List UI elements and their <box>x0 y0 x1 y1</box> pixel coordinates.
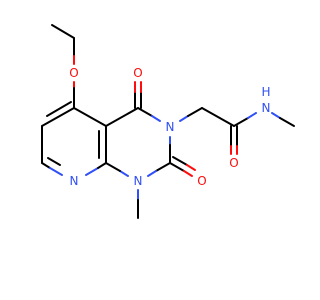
bond-c7-n8-double <box>47 157 61 166</box>
bond-c7-n8-blue <box>49 167 63 176</box>
bond-nh-ar-blue <box>271 112 281 119</box>
pyrimidine-ring <box>105 107 171 177</box>
bond-n3-ch2 <box>187 107 203 117</box>
atom-n3-nitrogen: N <box>166 120 175 134</box>
bond-c4-n3-blue <box>151 115 161 122</box>
bond-c2-n1 <box>155 162 171 172</box>
bond-co-nh <box>233 117 249 127</box>
bond-c2-o-b <box>172 156 188 166</box>
bond-c2-o-a-red <box>183 170 193 177</box>
bond-c5-c6 <box>41 107 75 127</box>
atom-amide-oxygen: O <box>229 156 238 170</box>
atom-c2-carbonyl-oxygen: O <box>197 174 206 188</box>
c2-carbonyl <box>169 156 196 177</box>
atom-c4-carbonyl-oxygen: O <box>133 66 142 80</box>
molecule-canvas: O O N N N O O N H <box>41 24 295 219</box>
bond-c4a-c5 <box>73 107 107 127</box>
bond-c2-o-a <box>169 162 185 172</box>
c4-carbonyl <box>134 81 142 109</box>
bond-c4a-c4 <box>105 107 139 127</box>
atom-labels: O O N N N O O N H <box>69 66 270 188</box>
atom-amide-hydrogen: H <box>261 85 270 99</box>
bond-co-nh-blue <box>247 112 257 119</box>
bond-c2-n1-blue <box>147 170 157 177</box>
bond-c5-c6-double <box>46 101 72 117</box>
bond-c2-o-b-red <box>186 164 196 171</box>
atom-n8-pyridine-nitrogen: N <box>70 174 79 188</box>
pyridine-ring <box>41 101 107 176</box>
bond-n1-c8a <box>105 162 121 172</box>
bond-n8-c8a <box>97 162 107 169</box>
bond-n3-ch2-blue <box>179 115 189 122</box>
atom-amide-nitrogen: N <box>262 101 271 115</box>
bond-c7-n8 <box>41 162 51 169</box>
bond-n1-c8a-blue <box>119 170 129 177</box>
bond-n8-c8a-blue <box>85 167 99 176</box>
bond-ethyl-ch3-ch2 <box>51 24 75 39</box>
bond-nh-ar <box>279 117 295 127</box>
bond-ch2-co <box>201 107 235 127</box>
molecule-structure: O O N N N O O N H <box>41 24 295 219</box>
atom-ethoxy-oxygen: O <box>69 66 78 80</box>
acetamide-linker <box>179 107 295 155</box>
bond-c4-n3 <box>137 107 153 117</box>
atom-n1-nitrogen: N <box>134 174 143 188</box>
ethoxy-group <box>51 24 75 109</box>
